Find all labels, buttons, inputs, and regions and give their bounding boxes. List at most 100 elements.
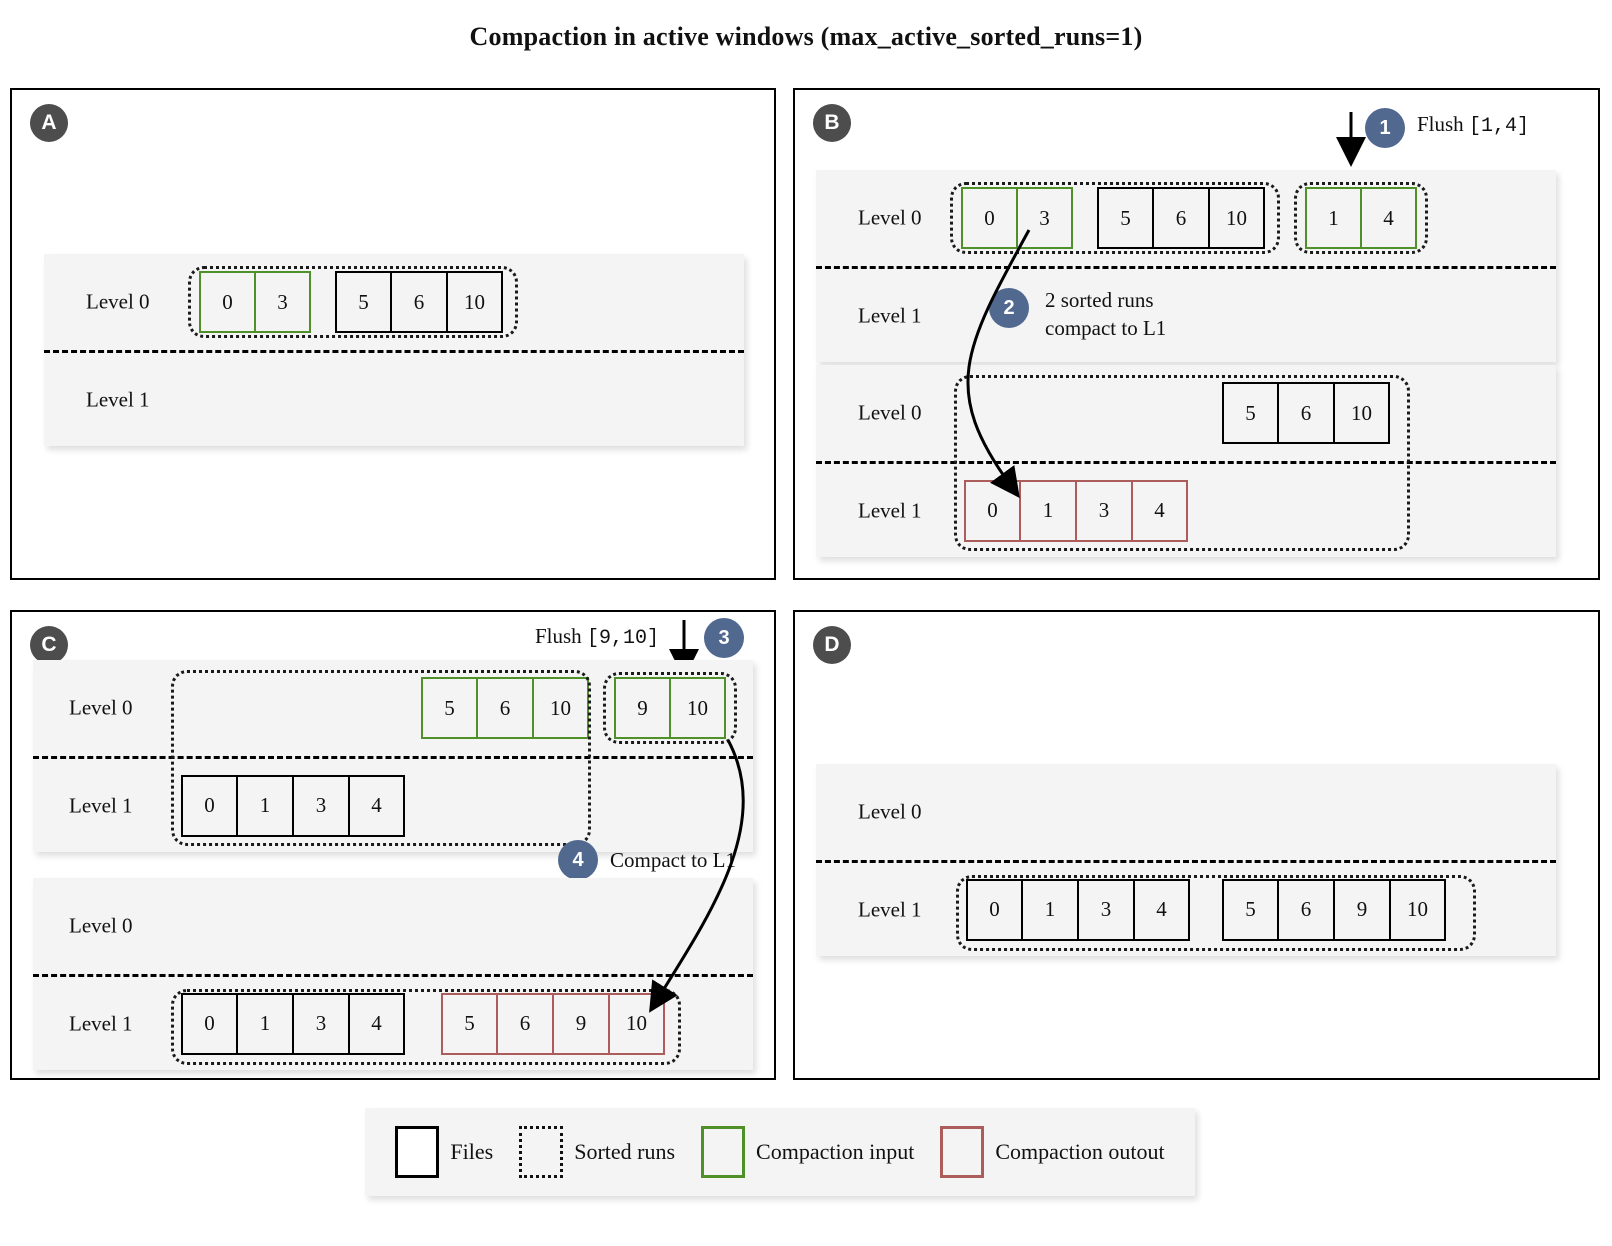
flush-label-1: Flush [1,4] — [1417, 110, 1529, 140]
level-0-label: Level 0 — [858, 799, 922, 824]
level-1-label: Level 1 — [69, 793, 133, 817]
file-cell: 3 — [293, 992, 349, 1055]
compact-note-2: 2 sorted runs compact to L1 — [1045, 286, 1166, 343]
file-cell: 9 — [1334, 878, 1390, 941]
file-cell: 4 — [1132, 479, 1188, 542]
legend-label: Compaction input — [756, 1139, 915, 1164]
legend-swatch-black — [395, 1126, 440, 1178]
file-cell: 6 — [1278, 878, 1334, 941]
file-cell: 5 — [335, 271, 391, 333]
file-cell: 5 — [1222, 878, 1278, 941]
legend-swatch-red — [940, 1126, 985, 1178]
file-cell: 3 — [1017, 187, 1073, 249]
file-cell: 5 — [1097, 187, 1153, 249]
file-cell: 1 — [237, 992, 293, 1055]
legend: Files Sorted runs Compaction input Compacti… — [365, 1108, 1195, 1196]
file-cell: 5 — [1222, 382, 1278, 444]
level-0-label: Level 0 — [858, 400, 922, 425]
file-cell: 6 — [391, 271, 447, 333]
flush-range: [9,10] — [586, 627, 659, 650]
panel-badge-a: A — [30, 104, 68, 142]
panel-badge-b: B — [813, 104, 851, 142]
step-badge-3: 3 — [704, 618, 744, 658]
compact-note-line1: 2 sorted runs — [1045, 288, 1154, 312]
level-1-label: Level 1 — [858, 498, 922, 522]
legend-label: Sorted runs — [574, 1139, 676, 1164]
legend-swatch-green — [701, 1126, 746, 1178]
panel-badge-c: C — [30, 626, 68, 664]
flush-label-3: Flush [9,10] — [535, 622, 659, 652]
compact-note-line2: compact to L1 — [1045, 316, 1167, 341]
flush-text: Flush — [1417, 112, 1464, 136]
legend-item: Compaction outout — [940, 1126, 1165, 1178]
level-1-band: Level 1 — [816, 266, 1556, 362]
level-1-label: Level 1 — [86, 387, 150, 411]
file-cell: 0 — [181, 774, 237, 837]
file-cell: 4 — [1361, 187, 1417, 249]
file-cell: 4 — [349, 774, 405, 837]
file-cell: 10 — [670, 677, 726, 739]
legend-label: Files — [450, 1139, 494, 1164]
file-cell: 0 — [966, 878, 1022, 941]
legend-item: Compaction input — [701, 1126, 914, 1178]
file-cell: 3 — [1076, 479, 1132, 542]
file-cell: 1 — [1305, 187, 1361, 249]
file-cell: 10 — [447, 271, 503, 333]
file-cell: 0 — [199, 271, 255, 333]
compact-note-4: Compact to L1 — [610, 848, 736, 872]
file-cell: 10 — [609, 992, 665, 1055]
file-cell: 10 — [533, 677, 589, 739]
file-cell: 0 — [961, 187, 1017, 249]
file-cell: 9 — [614, 677, 670, 739]
level-0-label: Level 0 — [86, 289, 150, 314]
file-cell: 1 — [1022, 878, 1078, 941]
level-1-label: Level 1 — [858, 303, 922, 327]
level-0-band: Level 0 — [33, 878, 753, 974]
file-cell: 6 — [477, 677, 533, 739]
file-cell: 6 — [1278, 382, 1334, 444]
legend-item: Files — [395, 1126, 493, 1178]
level-1-band: Level 1 — [44, 350, 744, 446]
legend-swatch-dotted — [519, 1126, 564, 1178]
level-0-label: Level 0 — [69, 913, 133, 938]
flush-text: Flush — [535, 624, 582, 648]
legend-label: Compaction outout — [995, 1139, 1165, 1164]
file-cell: 4 — [1134, 878, 1190, 941]
file-cell: 4 — [349, 992, 405, 1055]
step-badge-2: 2 — [989, 288, 1029, 328]
level-0-label: Level 0 — [69, 695, 133, 720]
file-cell: 1 — [1020, 479, 1076, 542]
file-cell: 6 — [497, 992, 553, 1055]
file-cell: 5 — [421, 677, 477, 739]
